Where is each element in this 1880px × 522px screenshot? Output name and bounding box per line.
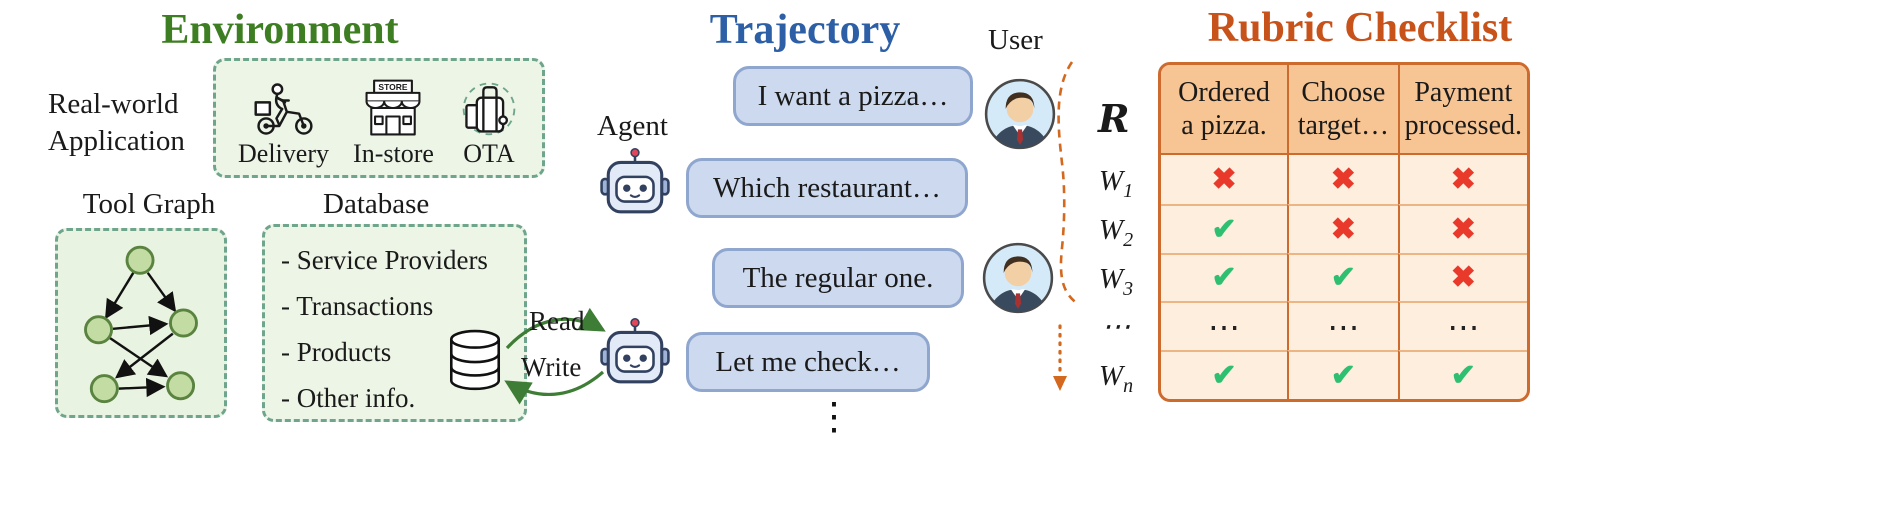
write-arrow xyxy=(504,370,605,405)
chat-bubble-agent: Which restaurant… xyxy=(686,158,968,218)
down-arrow-head xyxy=(1053,376,1067,391)
user-label: User xyxy=(988,24,1043,56)
w-label-base: W xyxy=(1098,360,1124,392)
chat-bubble-user: The regular one. xyxy=(712,248,964,308)
database-item: - Other info. xyxy=(281,383,416,413)
chat-bubble-agent: Let me check… xyxy=(686,332,930,392)
database-label: Database xyxy=(323,188,430,220)
tool-graph-label: Tool Graph xyxy=(82,188,216,220)
w-label-base: W xyxy=(1098,214,1124,246)
w-label: ⋯ xyxy=(1085,309,1147,349)
agent-label: Agent xyxy=(597,110,668,142)
brace-curve xyxy=(1057,61,1079,306)
rubric-header-cell: Choose target… xyxy=(1287,65,1398,155)
w-label-sub: 3 xyxy=(1123,277,1134,300)
header-line: processed. xyxy=(1404,110,1523,141)
header-line: Choose xyxy=(1301,77,1386,108)
w-label-base: W xyxy=(1098,263,1124,295)
real-world-application-label: Real-world Application xyxy=(48,86,223,160)
write-label: Write xyxy=(521,352,582,382)
chat-bubble-user: I want a pizza… xyxy=(733,66,973,126)
rubric-cell xyxy=(1397,252,1527,302)
w-label-sub: 1 xyxy=(1123,179,1134,202)
app-delivery: Delivery xyxy=(238,80,329,169)
rubric-cell xyxy=(1287,252,1398,302)
read-arrow xyxy=(505,307,606,350)
rubric-cell xyxy=(1161,301,1288,350)
rubric-header-cell: Ordered a pizza. xyxy=(1161,65,1288,155)
w-label: W2 xyxy=(1085,214,1147,252)
w-label-sub: 2 xyxy=(1123,228,1134,251)
rubric-cell xyxy=(1287,301,1398,351)
real-world-line1: Real-world xyxy=(48,88,179,120)
rubric-cell xyxy=(1161,203,1288,253)
w-label: W1 xyxy=(1085,165,1147,203)
application-box: Delivery STORE In-store xyxy=(213,58,545,178)
rubric-cell xyxy=(1397,301,1527,351)
rubric-brace xyxy=(1042,58,1092,403)
app-in-store: STORE In-store xyxy=(353,78,434,169)
rubric-cell xyxy=(1397,155,1527,204)
tool-graph-box xyxy=(55,228,227,418)
header-line: Ordered xyxy=(1178,77,1270,108)
rubric-cell xyxy=(1287,203,1398,253)
trajectory-ellipsis: ⋮ xyxy=(815,396,853,438)
rubric-table: Ordered a pizza. Choose target… Payment … xyxy=(1158,62,1530,402)
header-line: a pizza. xyxy=(1181,110,1267,141)
w-label-base: W xyxy=(1098,165,1124,197)
rubric-title: Rubric Checklist xyxy=(1207,5,1513,51)
rubric-cell xyxy=(1161,155,1287,204)
database-item: - Products xyxy=(281,337,392,367)
rubric-header-cell: Payment processed. xyxy=(1397,65,1527,155)
rubric-cell xyxy=(1287,155,1398,204)
tool-graph-diagram xyxy=(84,245,198,404)
user-avatar xyxy=(980,240,1056,316)
rubric-cell xyxy=(1397,350,1527,399)
database-item: - Transactions xyxy=(281,291,434,321)
database-item: - Service Providers xyxy=(281,245,488,275)
database-icon xyxy=(446,328,504,394)
real-world-line2: Application xyxy=(48,125,185,157)
rubric-set-symbol: R xyxy=(1098,96,1130,141)
environment-title: Environment xyxy=(161,7,399,53)
read-label: Read xyxy=(529,306,585,336)
trajectory-title: Trajectory xyxy=(709,7,901,53)
rubric-cell xyxy=(1397,203,1527,253)
store-sign-text: STORE xyxy=(379,82,408,92)
read-write-arrows xyxy=(503,296,615,408)
in-store-label: In-store xyxy=(353,139,434,168)
user-avatar xyxy=(982,76,1058,152)
w-label: W3 xyxy=(1085,263,1147,301)
delivery-icon xyxy=(251,80,317,138)
w-label-base: ⋯ xyxy=(1101,311,1131,343)
app-ota: OTA xyxy=(458,78,520,169)
agent-robot-icon xyxy=(600,146,670,218)
agent-robot-icon xyxy=(600,316,670,388)
w-label-sub: n xyxy=(1123,374,1134,397)
header-line: Payment xyxy=(1414,77,1513,108)
header-line: target… xyxy=(1297,110,1389,141)
delivery-label: Delivery xyxy=(238,139,329,168)
store-icon: STORE xyxy=(359,78,427,138)
rubric-cell xyxy=(1161,252,1288,302)
rubric-cell xyxy=(1161,350,1288,399)
w-label: Wn xyxy=(1085,360,1147,398)
rubric-cell xyxy=(1287,350,1398,399)
ota-label: OTA xyxy=(463,139,515,168)
luggage-icon xyxy=(458,78,520,138)
